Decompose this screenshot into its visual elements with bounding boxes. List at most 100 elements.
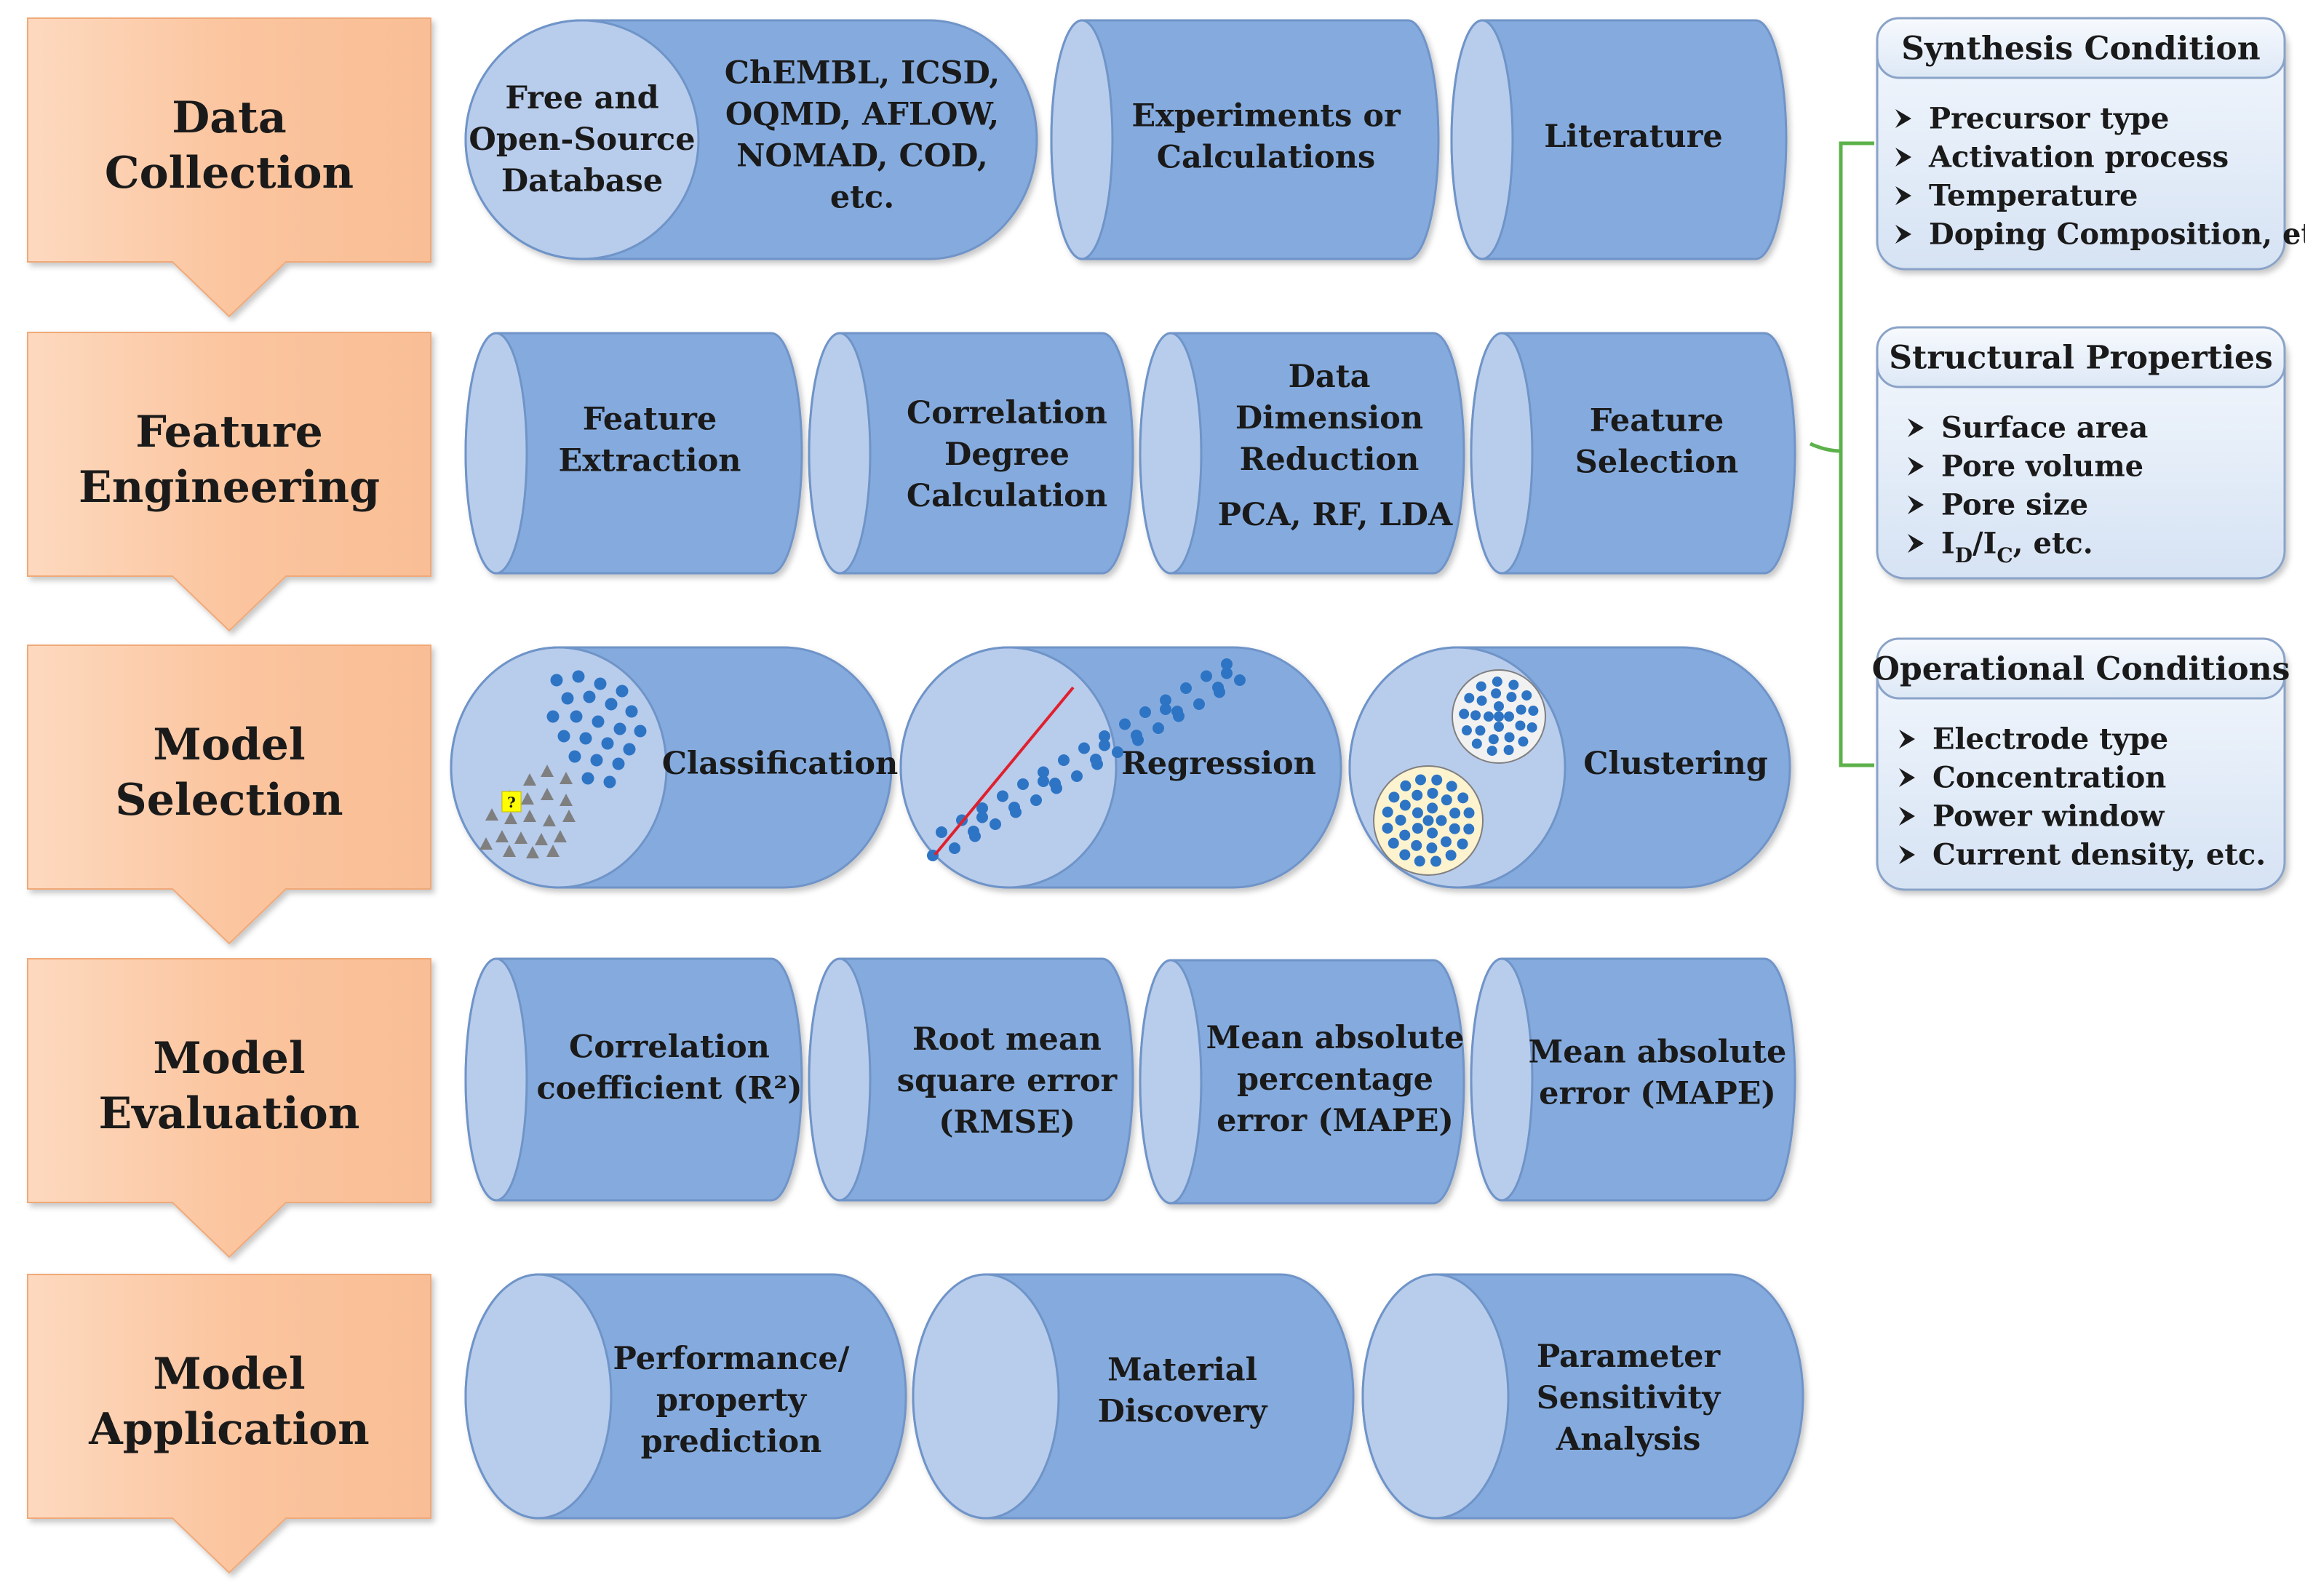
class-triangle: [495, 830, 509, 842]
scatter-dot: [1430, 855, 1442, 867]
scatter-dot: [612, 757, 625, 770]
dimension-methods-label: PCA, RF, LDA: [1218, 497, 1453, 533]
cylinder-cap: [1470, 332, 1534, 575]
cylinder-cap: [808, 332, 872, 575]
scatter-dot: [1494, 711, 1504, 722]
stage-label: Model: [153, 1349, 305, 1400]
feature-selection-label: Selection: [1575, 444, 1738, 481]
stage-label: Data: [172, 92, 287, 143]
literature-label: Literature: [1544, 119, 1722, 155]
class-triangle: [526, 846, 539, 858]
scatter-dot: [1400, 780, 1412, 791]
scatter-dot: [1038, 775, 1049, 787]
scatter-dot: [1436, 815, 1447, 826]
bullet-arrow-icon: [1899, 768, 1915, 787]
sensitivity-label: Analysis: [1556, 1421, 1701, 1458]
scatter-dot: [1388, 791, 1400, 803]
scatter-dot: [1160, 703, 1171, 715]
mae-label: error (MAPE): [1539, 1076, 1776, 1112]
bullet-arrow-icon: [1908, 418, 1924, 437]
scatter-dot: [1008, 802, 1020, 813]
unknown-sample-box: [501, 791, 522, 813]
class-triangle: [514, 831, 528, 844]
scatter-dot: [572, 670, 585, 683]
class-triangle: [523, 773, 536, 786]
scatter-dot: [590, 754, 603, 767]
class-triangle: [560, 772, 573, 784]
panel-item: Temperature: [1929, 179, 2138, 213]
cylinder-cap: [1050, 19, 1114, 260]
scatter-dot: [583, 690, 596, 703]
scatter-dot: [997, 790, 1008, 802]
scatter-dot: [557, 730, 570, 743]
cylinder-cap: [464, 957, 528, 1202]
scatter-dot: [1457, 838, 1468, 850]
rmse-label: square error: [897, 1063, 1118, 1099]
r2-label: Correlation: [569, 1029, 770, 1066]
database-cap-label: Open-Source: [469, 121, 695, 158]
scatter-dot: [550, 674, 563, 687]
dimension-reduction-label: Data: [1289, 359, 1371, 395]
cylinder-cap: [1139, 332, 1203, 575]
bullet-arrow-icon: [1908, 495, 1924, 514]
cylinder-regression: Regression: [899, 646, 1342, 889]
rmse-label: Root mean: [912, 1021, 1102, 1058]
cylinder-cap: [464, 19, 700, 260]
scatter-dot: [1526, 722, 1537, 733]
stage-arrow-shape: [27, 645, 431, 945]
class-triangle: [562, 810, 576, 822]
regression-plot: [927, 658, 1246, 861]
scatter-dot: [1440, 836, 1452, 847]
scatter-dot: [546, 710, 560, 723]
database-cap-label: Free and: [505, 80, 658, 116]
scatter-dot: [1180, 682, 1192, 694]
panel-item: Concentration: [1932, 761, 2166, 795]
scatter-dot: [1494, 701, 1504, 711]
scatter-dot: [1470, 710, 1481, 721]
scatter-dot: [1492, 677, 1502, 687]
discovery-label: Material: [1107, 1352, 1257, 1389]
scatter-dot: [1099, 730, 1110, 742]
scatter-dot: [1399, 829, 1411, 841]
bracket-line: [1839, 141, 1874, 767]
discovery-label: Discovery: [1098, 1394, 1269, 1430]
panel-item: Precursor type: [1929, 102, 2169, 136]
correlation-degree-label: Calculation: [907, 478, 1107, 514]
correlation-degree-label: Correlation: [907, 395, 1107, 431]
performance-label: property: [656, 1382, 808, 1419]
class-triangle: [546, 845, 560, 857]
bullet-arrow-icon: [1899, 807, 1915, 826]
scatter-dot: [1449, 807, 1461, 819]
scatter-dot: [1528, 706, 1539, 717]
database-list-label: ChEMBL, ICSD,: [725, 55, 1000, 92]
scatter-dot: [1471, 738, 1482, 749]
regression-label: Regression: [1121, 746, 1316, 782]
scatter-dot: [949, 842, 960, 854]
stage-arrow-shape: [27, 17, 431, 318]
scatter-dot: [1506, 692, 1517, 703]
scatter-dot: [581, 772, 594, 785]
class-triangle: [535, 833, 548, 845]
scatter-dot: [1234, 674, 1246, 686]
scatter-dot: [1446, 781, 1457, 792]
feature-extraction-label: Feature: [583, 402, 717, 438]
scatter-dot: [1515, 720, 1526, 731]
scatter-dot: [1212, 682, 1224, 693]
scatter-dot: [1119, 718, 1131, 730]
classification-label: Classification: [662, 746, 899, 782]
scatter-dot: [601, 737, 614, 750]
feature-selection-label: Feature: [1590, 403, 1724, 439]
scatter-dot: [561, 692, 574, 705]
stage-arrow-shape: [27, 332, 431, 632]
scatter-dot: [1411, 839, 1422, 851]
scatter-dot: [1071, 770, 1083, 782]
performance-label: Performance/: [613, 1341, 850, 1377]
scatter-dot: [623, 743, 636, 756]
